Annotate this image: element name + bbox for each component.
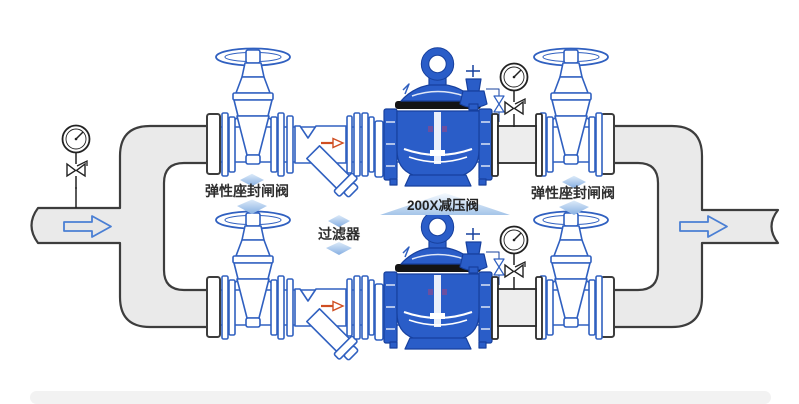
branch-bottom [207, 211, 614, 365]
prv-label-banner [380, 193, 510, 215]
bottom-shadow-bar [30, 391, 771, 404]
label-strainer: 过滤器 [318, 226, 361, 242]
label-gate-valve-right: 弹性座封闸阀 [531, 185, 615, 201]
pointer-down-icon [326, 242, 352, 255]
labels: 弹性座封闸阀 过滤器 200X减压阀 弹性座封闸阀 [205, 173, 615, 255]
pointer-up-icon [240, 173, 264, 187]
pointer-up-icon [328, 215, 350, 227]
pointer-down-icon [559, 200, 589, 215]
inlet-pressure-gauge-icon [61, 124, 91, 208]
inlet-flow-arrow-icon [63, 215, 112, 238]
pointer-up-icon [562, 175, 586, 189]
label-prv: 200X减压阀 [407, 197, 479, 213]
branch-top [207, 48, 614, 202]
label-gate-valve-left: 弹性座封闸阀 [205, 183, 289, 199]
outlet-flow-arrow-icon [679, 215, 728, 238]
pipe-manifold-left [30, 124, 210, 329]
pointer-down-icon [237, 199, 267, 214]
